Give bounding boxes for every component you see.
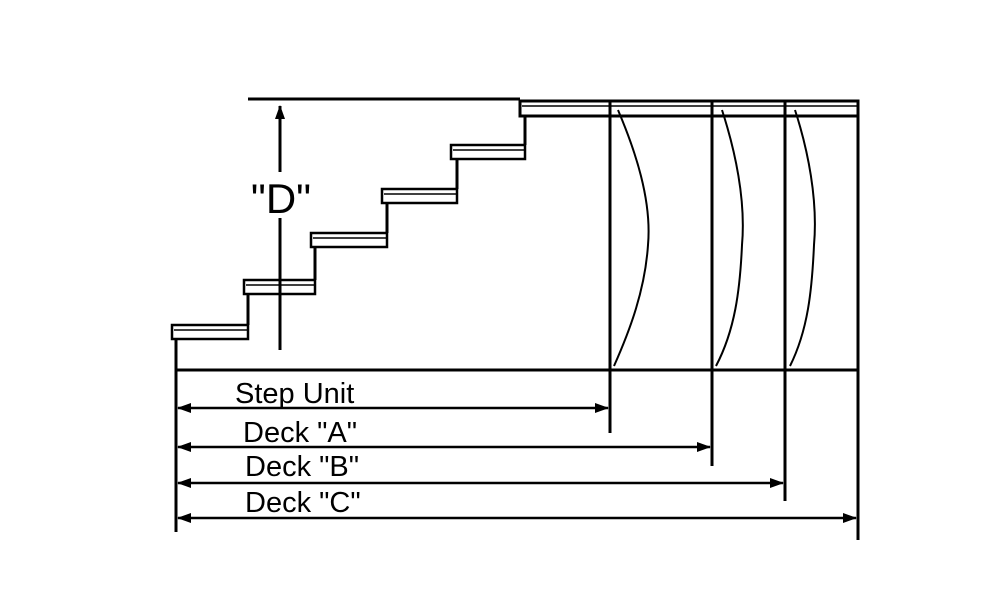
- height-label: "D": [251, 175, 311, 222]
- frame-lines: [174, 101, 860, 540]
- dimension-step-unit: Step Unit: [177, 378, 609, 413]
- deck-top: [518, 99, 860, 118]
- step-tread: [380, 187, 459, 205]
- break-lines: [613, 109, 816, 367]
- dimension-label: Deck "B": [245, 451, 359, 483]
- dimension-label: Deck "C": [245, 487, 361, 519]
- dimension-deck-a: Deck "A": [177, 417, 711, 452]
- dimension-deck-b: Deck "B": [177, 451, 784, 488]
- step-tread: [449, 143, 527, 161]
- step-tread: [309, 231, 389, 249]
- dimension-deck-c: Deck "C": [177, 487, 857, 523]
- dimension-label: Step Unit: [235, 378, 354, 410]
- step-tread: [170, 323, 250, 341]
- dimension-label: Deck "A": [243, 417, 357, 449]
- stair-steps: [170, 116, 527, 341]
